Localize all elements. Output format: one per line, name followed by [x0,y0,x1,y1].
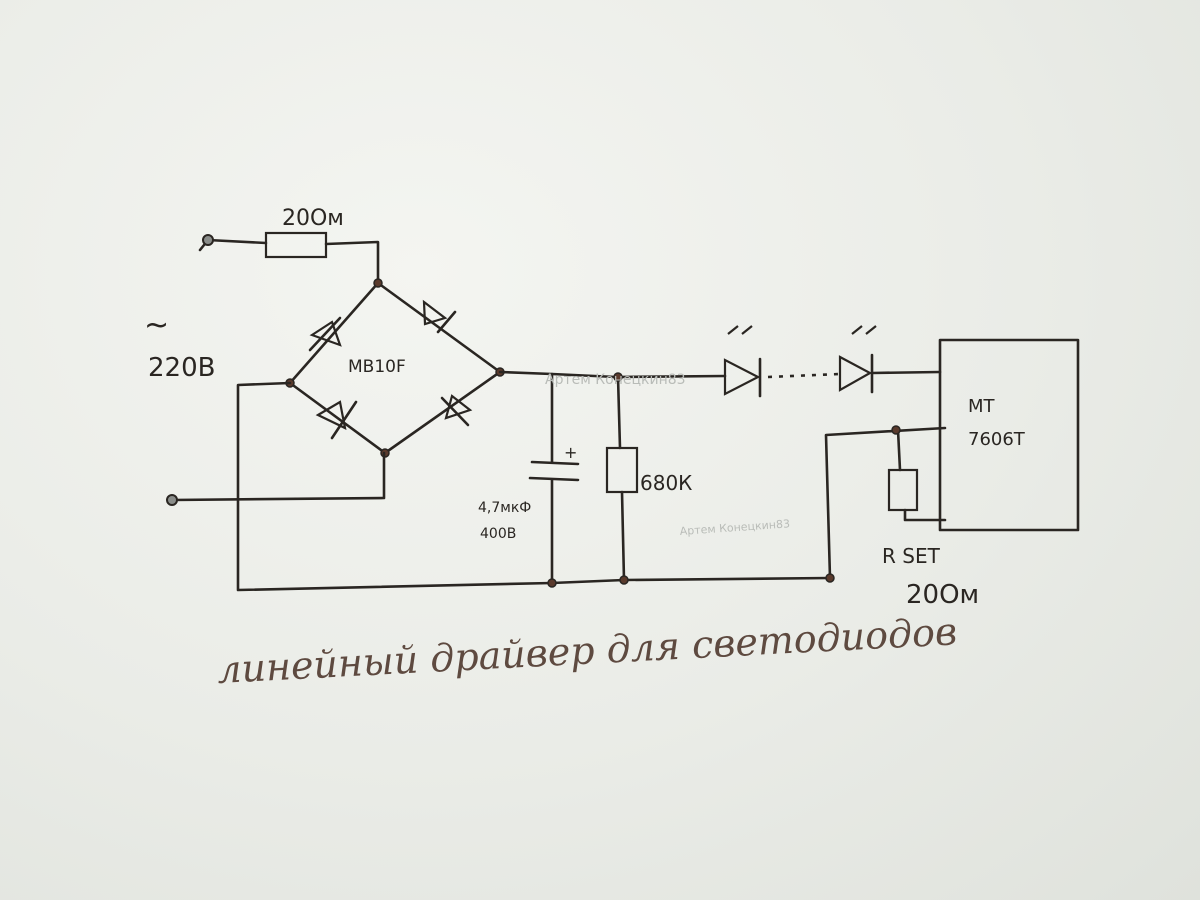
ic-return-wire [824,426,947,580]
ac-voltage-label: 220В [148,353,215,383]
input-wire-bottom [170,451,386,502]
input-terminal-bottom [166,494,178,506]
positive-rail [498,370,727,379]
bridge-diode-bottom-left [315,400,358,440]
cap-ground-node [547,578,557,588]
capacitor-voltage-label: 400В [480,526,516,542]
led-n [838,325,942,394]
bridge-label: MB10F [348,357,406,377]
watermark-1: Артем Конецкин83 [545,372,686,388]
rset-value-label: 20Ом [906,580,979,610]
led-1 [723,325,762,398]
diagram-title: линейный драйвер для светодиодов [216,609,958,692]
bridge-diode-bottom-right [440,394,473,427]
ic-label-line1: МТ [968,396,996,417]
capacitor-value-label: 4,7мкФ [478,500,531,516]
ground-rail [236,381,832,592]
resistor-top-node [613,372,623,382]
bleeder-resistor [605,375,639,582]
rset-label: R SET [882,544,941,568]
input-resistor-label: 20Ом [282,206,344,231]
rset-resistor [887,428,947,522]
led-chain-dots [767,372,841,379]
ic-return-node [825,573,835,583]
input-resistor [198,231,380,285]
resistor-bottom-node [619,575,629,585]
capacitor-polarity: + [564,443,577,462]
input-terminal-top [202,234,214,246]
bridge-diode-top-right [422,299,457,334]
ac-symbol: ~ [144,308,169,343]
bridge-diode-top-left [308,316,342,352]
ic-label-line2: 7606Т [968,429,1026,450]
rset-top-node [891,425,901,435]
watermark-2: Артем Конецкин83 [679,517,790,538]
filter-capacitor [528,372,580,585]
ic-mt7606t [938,338,1080,532]
bleeder-resistor-label: 680К [640,471,692,495]
bridge-node-top [373,278,383,288]
